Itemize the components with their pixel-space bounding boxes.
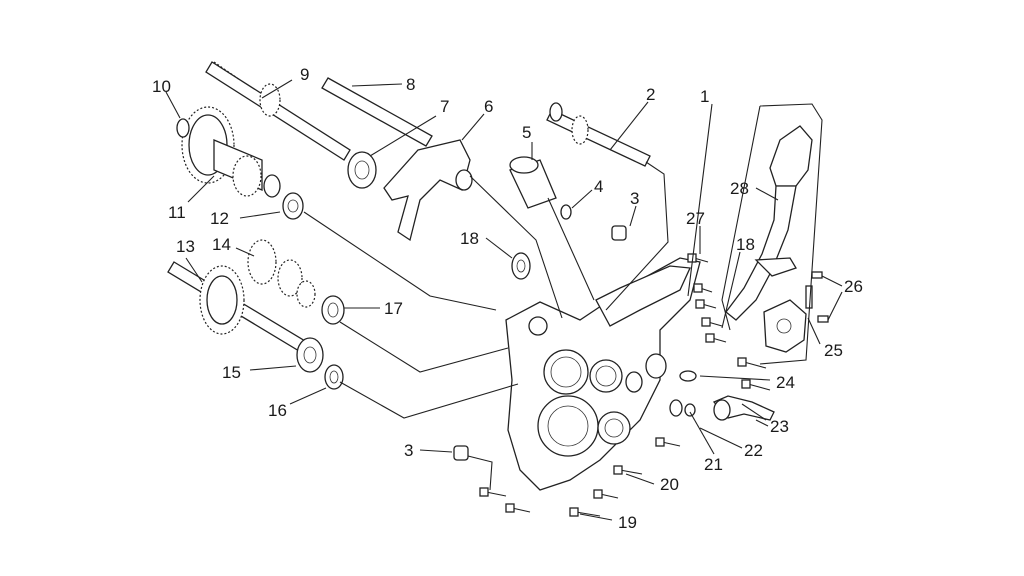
bearing-17 [321,295,345,325]
callout-2: 2 [646,85,655,104]
counter-shaft-13 [167,239,321,361]
dowel-3-upper [611,225,627,241]
bushing-18 [511,252,531,280]
seal-7 [347,151,377,189]
callout-26: 26 [844,277,863,296]
callout-24: 24 [776,373,795,392]
pin-8 [321,77,433,147]
crankcase-cover [505,257,701,491]
callout-14: 14 [212,235,231,254]
callout-1: 1 [700,87,709,106]
callout-labels: 1 2 3 3 4 5 6 7 8 9 10 11 12 13 14 15 16… [152,65,863,532]
bracket-25 [763,271,829,353]
callout-3-upper: 3 [630,189,639,208]
bolts [479,253,771,517]
callout-18-right: 18 [736,235,755,254]
callout-11: 11 [168,203,186,222]
shift-fork-6 [383,139,473,242]
gear-cluster-11 [176,106,281,198]
callout-21: 21 [704,455,723,474]
bearing-16 [324,364,344,390]
callout-27: 27 [686,209,705,228]
callout-28: 28 [730,179,749,198]
callout-15: 15 [222,363,241,382]
callout-8: 8 [406,75,415,94]
callout-7: 7 [440,97,449,116]
callout-25: 25 [824,341,843,360]
callout-13: 13 [176,237,195,256]
lever-28 [725,125,813,321]
callout-19: 19 [618,513,637,532]
callout-17: 17 [384,299,403,318]
main-shaft-9 [205,61,351,161]
o-ring-4 [560,204,572,220]
washers-21-24 [625,353,775,421]
callout-9: 9 [300,65,309,84]
callout-16: 16 [268,401,287,420]
callout-10: 10 [152,77,171,96]
callout-5: 5 [522,123,531,142]
shift-shaft-2 [546,102,651,167]
callout-20: 20 [660,475,679,494]
bearing-15 [296,337,324,373]
callout-18-left: 18 [460,229,479,248]
callout-22: 22 [744,441,763,460]
callout-23: 23 [770,417,789,436]
callout-12: 12 [210,209,229,228]
callout-3-lower: 3 [404,441,413,460]
callout-4: 4 [594,177,603,196]
shift-drum-5 [509,156,557,209]
dowel-3-lower [453,445,469,461]
leader-lines [165,79,843,521]
bearing-12 [282,192,304,220]
callout-6: 6 [484,97,493,116]
